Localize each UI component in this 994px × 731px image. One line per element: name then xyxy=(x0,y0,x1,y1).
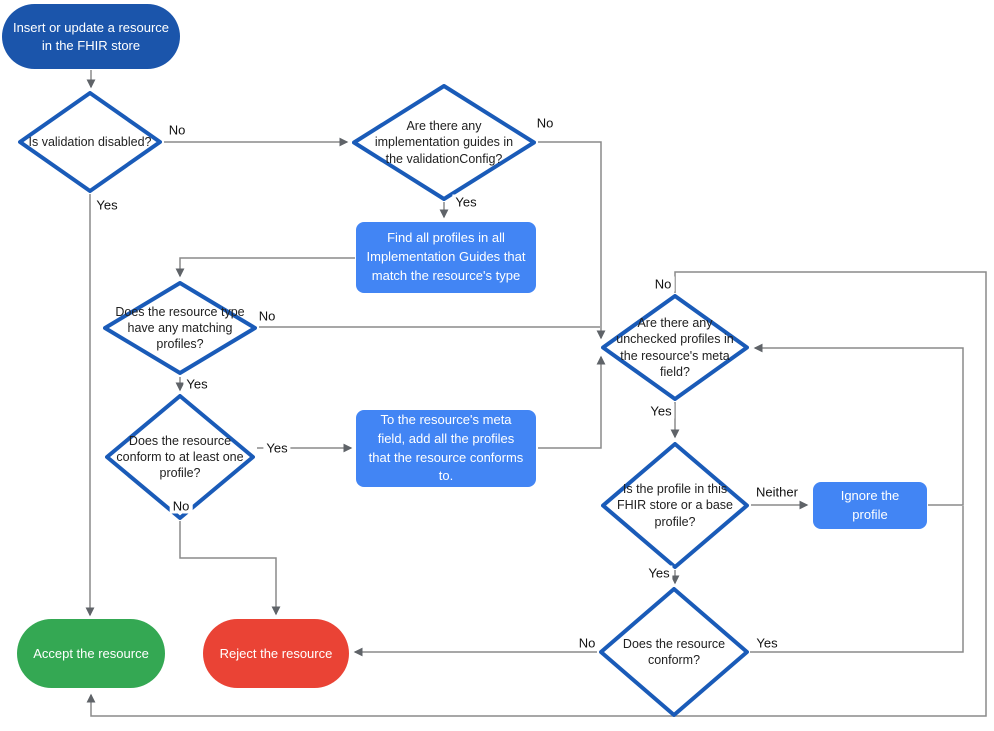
edge-label-matching-no: No xyxy=(255,308,279,324)
decision-validation-disabled-label: Is validation disabled? xyxy=(28,134,152,149)
edge-add-to-unchecked xyxy=(538,355,606,449)
edge-label-unchecked-yes: Yes xyxy=(647,403,675,419)
decision-matching-profiles: Does the resource type have any matching… xyxy=(103,281,257,375)
reject-node-label: Reject the resource xyxy=(219,645,333,661)
edge-conform-yes-join xyxy=(750,506,964,653)
decision-matching-profiles-label: Does the resource type have any matching… xyxy=(115,304,245,352)
reject-node: Reject the resource xyxy=(203,619,349,688)
edge-ignore-back-to-unchecked xyxy=(753,343,964,506)
edge-label-validation-yes: Yes xyxy=(93,197,121,213)
edge-find-to-matching xyxy=(175,257,355,278)
decision-conform-one-profile: Does the resource conform to at least on… xyxy=(105,394,255,520)
edge-label-conform-no: No xyxy=(575,635,599,651)
edge-guides-no-to-unchecked xyxy=(538,141,606,340)
decision-implementation-guides-label: Are there any implementation guides in t… xyxy=(374,119,514,166)
decision-validation-disabled: Is validation disabled? xyxy=(18,91,162,193)
decision-unchecked-profiles-label: Are there any unchecked profiles in the … xyxy=(616,316,734,379)
edge-label-conform-yes: Yes xyxy=(753,635,781,651)
process-add-profiles: To the resource's meta field, add all th… xyxy=(356,410,536,487)
edge-label-profile-yes: Yes xyxy=(645,565,673,581)
accept-node-label: Accept the resource xyxy=(33,645,149,661)
diamond-shape xyxy=(18,91,162,193)
edge-conform-one-no-to-reject xyxy=(179,521,281,616)
accept-node: Accept the resource xyxy=(17,619,165,688)
process-add-profiles-label: To the resource's meta field, add all th… xyxy=(368,411,524,484)
edge-label-profile-neither: Neither xyxy=(753,484,801,500)
process-find-profiles-label: Find all profiles in all Implementation … xyxy=(366,230,526,283)
decision-implementation-guides: Are there any implementation guides in t… xyxy=(352,84,536,201)
process-ignore-profile-label: Ignore the profile xyxy=(840,487,900,522)
edge-label-guides-yes: Yes xyxy=(452,194,480,210)
edge-label-conform-one-yes: Yes xyxy=(263,440,291,456)
decision-unchecked-profiles: Are there any unchecked profiles in the … xyxy=(601,294,749,401)
edge-unchecked-no-loop-to-accept xyxy=(86,271,987,717)
decision-profile-in-store: Is the profile in this FHIR store or a b… xyxy=(601,442,749,569)
decision-resource-conform: Does the resource conform? xyxy=(599,587,749,717)
edge-label-conform-one-no: No xyxy=(169,498,193,514)
decision-profile-in-store-label: Is the profile in this FHIR store or a b… xyxy=(616,482,733,529)
diamond-shape xyxy=(599,587,749,717)
diamond-shape xyxy=(601,442,749,569)
edge-label-matching-yes: Yes xyxy=(183,376,211,392)
process-find-profiles: Find all profiles in all Implementation … xyxy=(356,222,536,293)
start-node: Insert or update a resource in the FHIR … xyxy=(2,4,180,69)
process-ignore-profile: Ignore the profile xyxy=(813,482,927,529)
decision-resource-conform-label: Does the resource conform? xyxy=(622,636,726,667)
edge-label-guides-no: No xyxy=(533,115,557,131)
start-node-label: Insert or update a resource in the FHIR … xyxy=(12,19,170,53)
diamond-shape xyxy=(352,84,536,201)
diamond-shape xyxy=(601,294,749,401)
edge-label-validation-no: No xyxy=(165,122,189,138)
decision-conform-one-profile-label: Does the resource conform to at least on… xyxy=(116,433,244,481)
diamond-shape xyxy=(103,281,257,375)
edge-label-unchecked-no: No xyxy=(651,276,675,292)
diamond-shape xyxy=(105,394,255,520)
